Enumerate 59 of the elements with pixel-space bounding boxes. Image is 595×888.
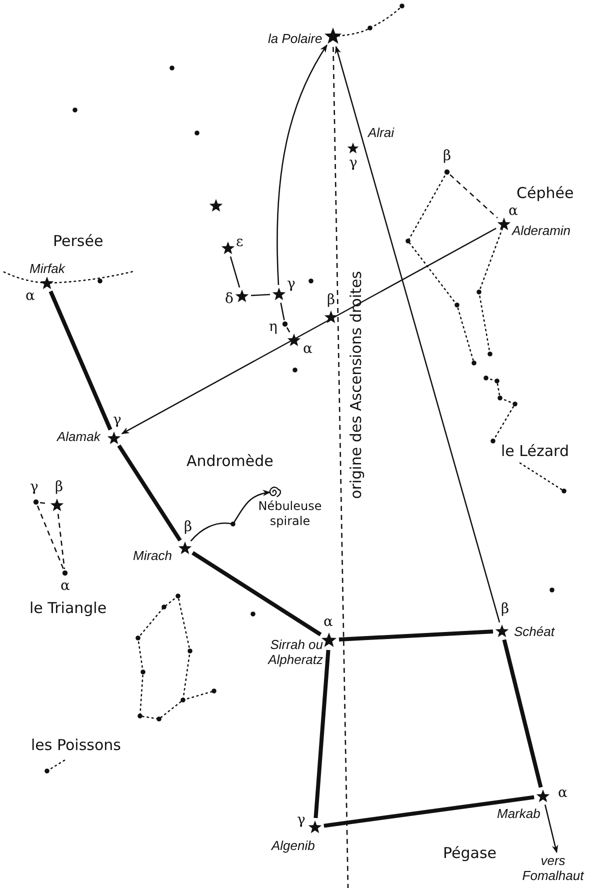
arrow <box>190 490 271 542</box>
constellation-name: le Triangle <box>30 599 107 617</box>
star-name: Schéat <box>514 624 554 638</box>
constellation-name: Persée <box>53 232 104 250</box>
constellation-name: Pégase <box>443 844 496 862</box>
greek-letter: γ <box>287 276 296 292</box>
dashed-line <box>332 46 349 888</box>
connector-line <box>286 327 290 333</box>
greek-letter: η <box>269 320 278 334</box>
star-name: Alamak <box>57 428 100 444</box>
dashed-line <box>36 505 64 570</box>
greek-letter: α <box>303 342 312 356</box>
greek-letter: γ <box>349 156 358 170</box>
greek-letter: α <box>508 204 518 218</box>
connector-line <box>280 302 285 320</box>
star-name: vers Fomalhaut <box>521 853 586 883</box>
star-name: Nébuleuse spirale <box>257 499 323 529</box>
thick-line <box>338 630 494 642</box>
arrow <box>276 44 328 286</box>
dashed-line <box>57 514 66 570</box>
greek-letter: γ <box>30 480 38 494</box>
star-name: Markab <box>497 806 540 820</box>
star-name: Alrai <box>368 124 394 140</box>
star-name: Mirach <box>133 548 172 562</box>
greek-letter: α <box>26 288 35 304</box>
greek-letter: β <box>501 602 510 616</box>
greek-letter: α <box>60 578 70 594</box>
constellation-name: Andromède <box>186 452 274 470</box>
greek-letter: γ <box>113 412 122 428</box>
thick-line <box>314 650 330 818</box>
constellation-name: Céphée <box>516 184 574 202</box>
star-name: Sirrah ou Alpheratz <box>266 637 323 667</box>
constellation-name: les Poissons <box>31 736 121 754</box>
star-name: Mirfak <box>30 260 65 276</box>
thick-line <box>192 551 322 636</box>
arrow <box>544 804 558 854</box>
greek-letter: γ <box>297 812 306 828</box>
arrow <box>121 228 496 434</box>
greek-letter: β <box>184 520 192 534</box>
greek-letter: δ <box>225 292 234 306</box>
greek-letter: β <box>327 292 336 308</box>
star-name: Algenib <box>272 838 315 852</box>
star-name: la Polaire <box>268 30 322 46</box>
edge-label: origine des Ascensions droites <box>347 271 365 499</box>
greek-letter: β <box>55 480 64 494</box>
greek-letter: β <box>443 148 452 164</box>
thick-line <box>117 444 182 542</box>
connector-line <box>250 294 270 296</box>
greek-letter: α <box>558 786 568 800</box>
star-name: Alderamin <box>512 222 571 238</box>
connector-line <box>230 256 240 288</box>
constellation-name: le Lézard <box>501 442 569 460</box>
greek-letter: α <box>324 614 333 630</box>
dashed-line <box>450 174 498 218</box>
thick-line <box>48 290 112 430</box>
arrow <box>334 46 500 622</box>
thick-line <box>324 795 534 828</box>
greek-letter: ε <box>236 234 244 250</box>
thick-line <box>502 639 543 788</box>
